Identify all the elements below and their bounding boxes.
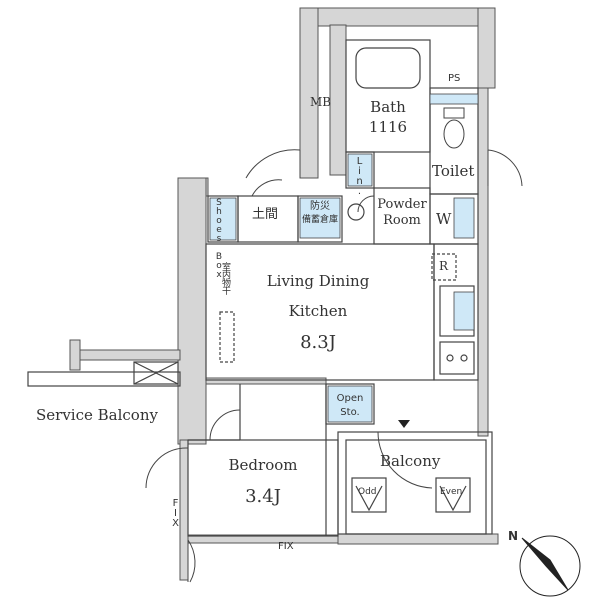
- genkan-label: 土間: [252, 207, 279, 222]
- service-balcony-label: Service Balcony: [36, 406, 158, 424]
- fix-bottom-label: FIX: [278, 541, 294, 552]
- washer-label: W: [436, 210, 452, 228]
- linen-label: Lin.: [354, 156, 365, 196]
- fix-left-label: FIX: [170, 498, 181, 528]
- balcony-label: Balcony: [380, 452, 441, 470]
- bedroom-name: Bedroom: [228, 456, 298, 474]
- north-label: N: [508, 529, 519, 543]
- open-storage-line2: Sto.: [340, 407, 360, 418]
- even-label: Even: [440, 487, 463, 497]
- ldk-name-line1: Living Dining: [266, 272, 370, 290]
- indoor-drying-label: 室内物干: [220, 262, 230, 294]
- bathtub-icon: [355, 47, 421, 89]
- open-storage-line1: Open: [336, 393, 364, 404]
- ps-label: PS: [448, 73, 461, 84]
- shoes-box-label: Shoes Box: [214, 198, 224, 279]
- bath-size: 1116: [368, 118, 408, 136]
- ldk-name-line2: Kitchen: [288, 302, 348, 320]
- powder-room-line2: Room: [383, 213, 421, 228]
- powder-room-line1: Powder: [377, 197, 427, 212]
- refrigerator-label: R: [439, 259, 449, 273]
- bedroom-area: 3.4J: [245, 486, 281, 507]
- bath-name: Bath: [370, 98, 406, 116]
- mb-label: MB: [310, 95, 332, 109]
- partitions: [27, 39, 493, 537]
- toilet-label: Toilet: [432, 162, 475, 180]
- window-marker: [398, 420, 410, 428]
- toilet-icon: [443, 107, 465, 149]
- door-swings: [145, 149, 523, 583]
- storage-line1: 防災: [310, 201, 330, 212]
- compass-icon: [519, 535, 581, 597]
- ldk-area: 8.3J: [300, 332, 336, 353]
- odd-label: Odd: [358, 487, 377, 497]
- fixtures: [209, 93, 479, 423]
- storage-line2: 備蓄倉庫: [301, 215, 338, 225]
